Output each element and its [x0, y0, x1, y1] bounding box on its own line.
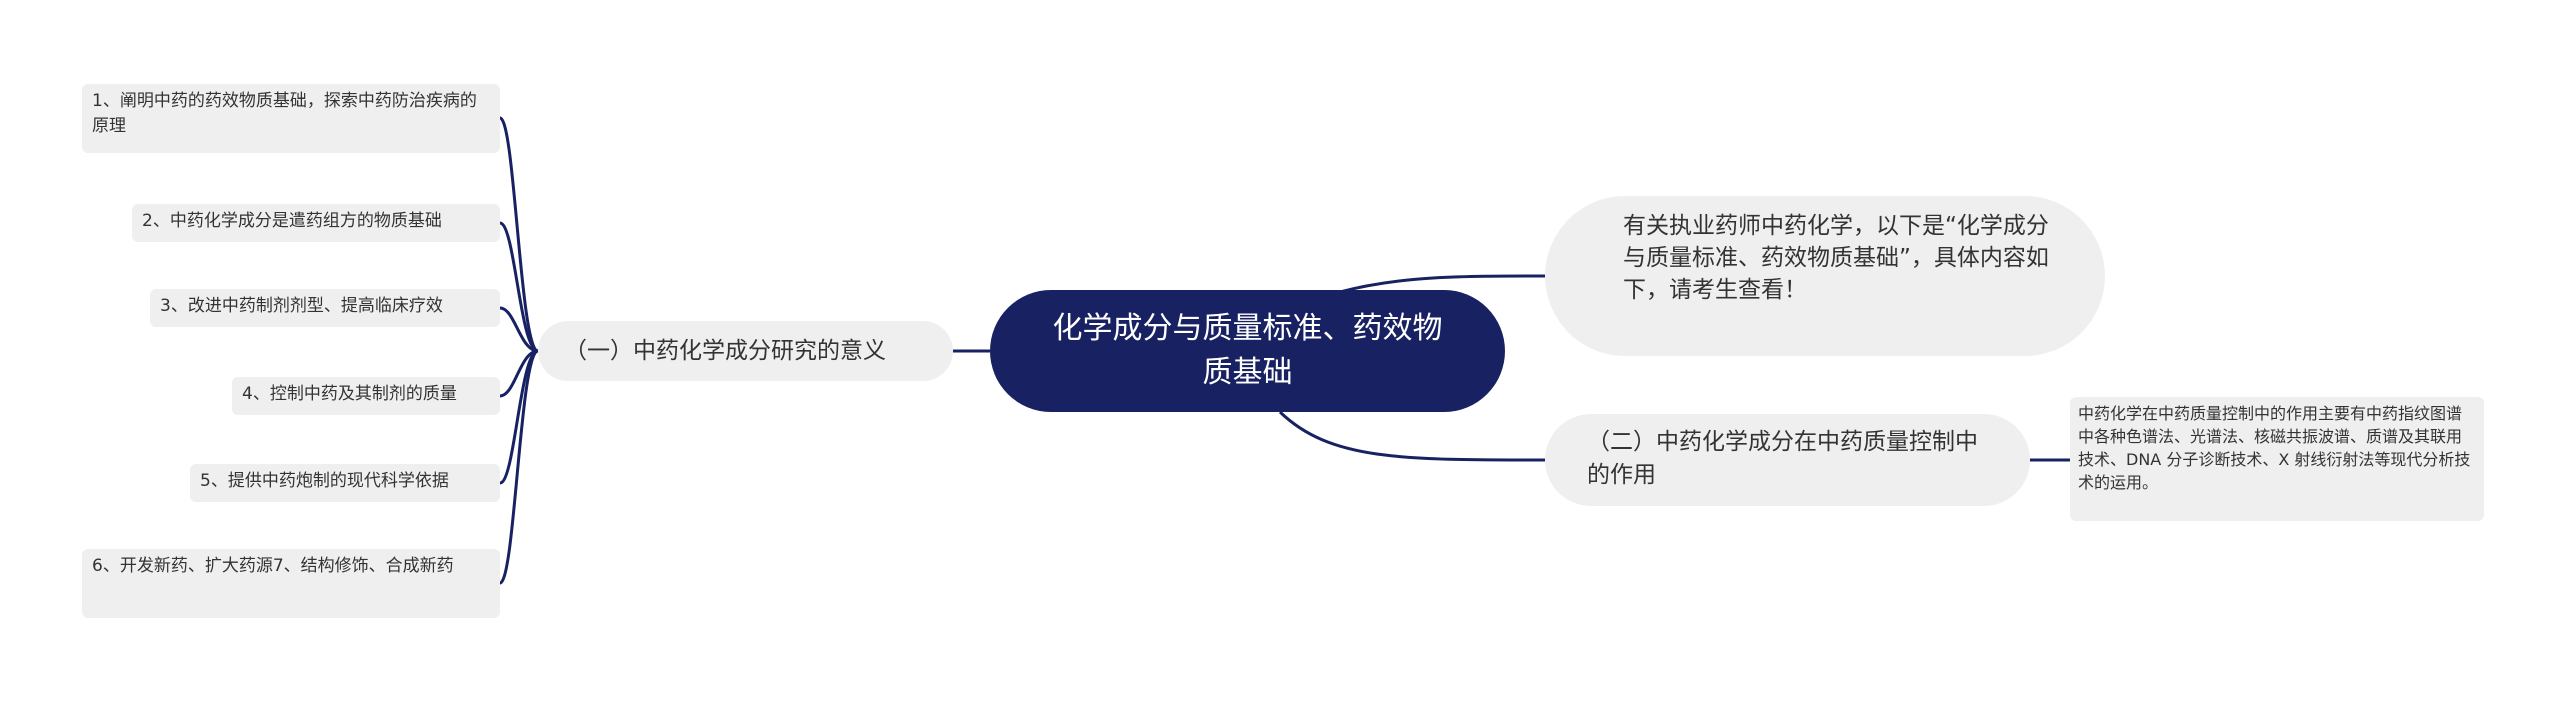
edge-left-item-1: [498, 116, 540, 353]
left-item-6[interactable]: 6、开发新药、扩大药源7、结构修饰、合成新药: [82, 549, 500, 618]
left-branch-label: （一）中药化学成分研究的意义: [564, 338, 886, 364]
left-item-text: 6、开发新药、扩大药源7、结构修饰、合成新药: [92, 556, 454, 576]
edge-left-item-6: [498, 349, 540, 585]
right-branch-node[interactable]: （二）中药化学成分在中药质量控制中的作用: [1545, 414, 2030, 506]
left-item-5[interactable]: 5、提供中药炮制的现代科学依据: [190, 464, 500, 502]
right-detail-node[interactable]: 中药化学在中药质量控制中的作用主要有中药指纹图谱中各种色谱法、光谱法、核磁共振波…: [2070, 397, 2484, 521]
root-topic[interactable]: 化学成分与质量标准、药效物质基础: [990, 290, 1505, 412]
edge-root-right-branch: [1278, 410, 1546, 462]
right-branch-label: （二）中药化学成分在中药质量控制中的作用: [1587, 429, 1978, 488]
root-topic-text: 化学成分与质量标准、药效物质基础: [1052, 311, 1443, 390]
left-branch-node[interactable]: （一）中药化学成分研究的意义: [538, 321, 953, 381]
left-item-text: 3、改进中药制剂剂型、提高临床疗效: [160, 296, 443, 316]
right-detail-text: 中药化学在中药质量控制中的作用主要有中药指纹图谱中各种色谱法、光谱法、核磁共振波…: [2078, 404, 2471, 492]
left-item-text: 1、阐明中药的药效物质基础，探索中药防治疾病的原理: [92, 91, 477, 136]
right-intro-text: 有关执业药师中药化学，以下是“化学成分与质量标准、药效物质基础”，具体内容如下，…: [1623, 213, 2049, 303]
left-item-3[interactable]: 3、改进中药制剂剂型、提高临床疗效: [150, 289, 500, 327]
edge-left-item-2: [499, 221, 539, 353]
left-item-2[interactable]: 2、中药化学成分是遣药组方的物质基础: [132, 204, 500, 242]
edge-root-right-top: [1339, 274, 1546, 294]
left-item-text: 4、控制中药及其制剂的质量: [242, 384, 457, 404]
edge-left-item-3: [499, 306, 539, 353]
left-item-text: 2、中药化学成分是遣药组方的物质基础: [142, 211, 442, 231]
left-item-4[interactable]: 4、控制中药及其制剂的质量: [232, 377, 500, 415]
right-intro-node[interactable]: 有关执业药师中药化学，以下是“化学成分与质量标准、药效物质基础”，具体内容如下，…: [1545, 196, 2105, 356]
left-item-text: 5、提供中药炮制的现代科学依据: [200, 471, 449, 491]
left-item-1[interactable]: 1、阐明中药的药效物质基础，探索中药防治疾病的原理: [82, 84, 500, 153]
